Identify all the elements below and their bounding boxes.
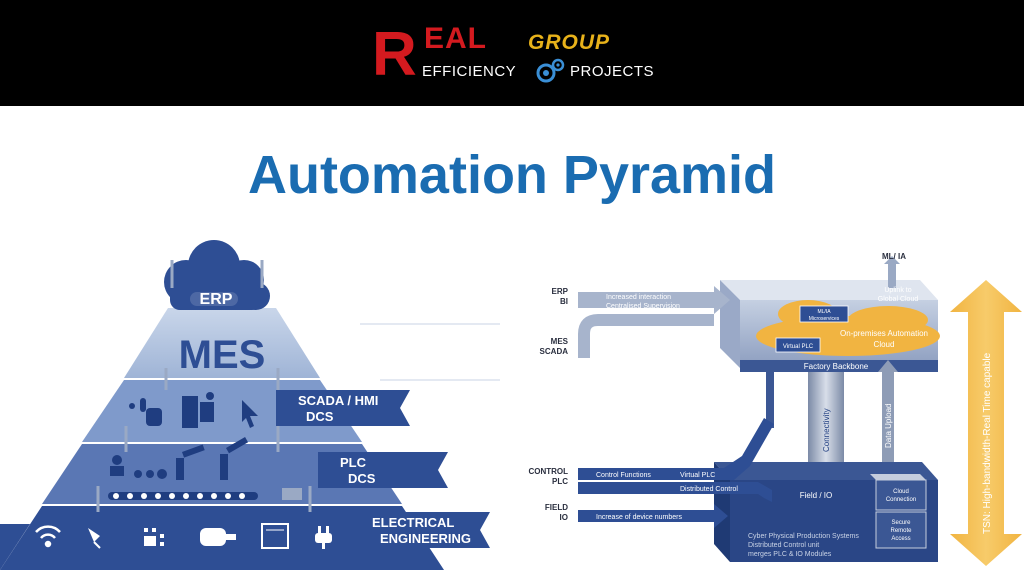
- uplink-arrow: [884, 256, 900, 288]
- label-erp: ERP: [552, 287, 569, 296]
- level-scada-line2: DCS: [306, 409, 334, 424]
- cloud-connection-line1: Cloud: [893, 489, 909, 495]
- real-group-logo: R EAL GROUP EFFICIENCY PROJECTS: [372, 20, 662, 89]
- device-numbers-arrow: [578, 504, 728, 528]
- ml-microservices-line1: ML/IA: [817, 309, 831, 315]
- motor-icon: [200, 528, 236, 546]
- device-numbers-label: Increase of device numbers: [596, 514, 682, 521]
- pyramid-erp-label: ERP: [200, 291, 233, 308]
- control-functions-label: Control Functions: [596, 472, 651, 479]
- label-scada: SCADA: [540, 347, 569, 356]
- virtual-plc-label: Virtual PLC: [680, 472, 715, 479]
- tsn-label: TSN: High-bandwidth-Real Time capable: [982, 352, 993, 534]
- label-bi: BI: [560, 297, 568, 306]
- control-up-arrow: [762, 362, 778, 428]
- plug-icon: [315, 526, 332, 549]
- data-upload-label: Data Upload: [884, 404, 893, 448]
- ml-microservices-line2: Microservices: [809, 316, 840, 322]
- header-bar: R EAL GROUP EFFICIENCY PROJECTS: [0, 0, 1024, 106]
- gear-icon: [536, 58, 565, 83]
- pyramid-arrows: [96, 260, 312, 512]
- cyber-physical-line1: Cyber Physical Production Systems: [748, 533, 859, 540]
- logo-letters-eal: EAL: [424, 22, 487, 55]
- cyber-physical-line3: merges PLC & IO Modules: [748, 551, 832, 558]
- label-mes: MES: [551, 337, 569, 346]
- level-plc-line1: PLC: [340, 455, 367, 470]
- page-title: Automation Pyramid: [247, 145, 777, 205]
- secure-line1: Secure: [891, 520, 911, 526]
- label-field: FIELD: [545, 503, 568, 512]
- cloud-connection-line2: Connection: [886, 497, 916, 503]
- secure-line3: Access: [891, 536, 910, 542]
- increased-interaction-arrow: [578, 286, 730, 314]
- pyramid-band-mes: [124, 308, 320, 378]
- level-scada-line1: SCADA / HMI: [298, 393, 378, 408]
- circuit-icon: [144, 528, 164, 546]
- label-control: CONTROL: [528, 467, 568, 476]
- uplink-line2: Global Cloud: [878, 296, 919, 303]
- on-premises-line1: On-premises Automation: [840, 329, 928, 338]
- label-plc: PLC: [552, 477, 568, 486]
- cloud-platform-top: [720, 280, 938, 300]
- level-electrical-line1: ELECTRICAL: [372, 515, 454, 530]
- level-electrical-line2: ENGINEERING: [380, 531, 471, 546]
- virtual-plc-box-label: Virtual PLC: [783, 344, 814, 350]
- data-upload-arrow: [878, 360, 898, 472]
- pyramid-mes-label: MES: [179, 333, 266, 377]
- increased-interaction-label: Increased interaction: [606, 294, 671, 301]
- virtual-plc-box: [775, 337, 821, 353]
- logo-letter-r: R: [372, 20, 417, 89]
- on-premises-line2: Cloud: [874, 340, 895, 349]
- hand-touch-icon: [129, 398, 162, 426]
- conveyor-icon: [108, 488, 302, 500]
- automation-pyramid: ERP MES: [0, 240, 500, 570]
- distributed-control-label: Distributed Control: [680, 486, 738, 493]
- label-ribbon-plc: [318, 452, 448, 488]
- uplink-line1: Uplink to: [884, 287, 911, 294]
- connectivity-cylinder: [808, 372, 844, 468]
- connectivity-label: Connectivity: [822, 408, 831, 452]
- wifi-icon: [35, 525, 61, 548]
- distributed-control-arrow: [578, 482, 772, 502]
- logo-efficiency: EFFICIENCY: [422, 63, 517, 80]
- centralised-supervision-label: Centralised Supervision: [606, 303, 680, 310]
- cloud-icon: [164, 240, 270, 310]
- cloud-connection-box: [875, 479, 927, 511]
- tsn-double-arrow: [950, 280, 1022, 566]
- logo-projects: PROJECTS: [570, 63, 655, 80]
- gears-icon: [134, 469, 167, 479]
- robot-arm-icon: [110, 437, 249, 480]
- field-io-label: Field / IO: [800, 491, 832, 500]
- automation-architecture-diagram: ERP BI MES SCADA CONTROL PLC FIELD IO Fa…: [528, 252, 1022, 566]
- secure-remote-access-box: [875, 511, 927, 549]
- mes-curve-arrow: [578, 314, 714, 358]
- logo-group: GROUP: [528, 31, 611, 54]
- level-plc-line2: DCS: [348, 471, 376, 486]
- secure-line2: Remote: [890, 528, 912, 534]
- factory-backbone-label: Factory Backbone: [804, 362, 869, 371]
- ml-microservices-box: [799, 305, 849, 323]
- control-cabinet-icon: [261, 523, 289, 549]
- ml-ia-label: ML/ IA: [882, 252, 906, 261]
- sensor-icon: [88, 528, 101, 549]
- label-ribbon-electrical: [358, 512, 490, 548]
- label-io: IO: [560, 513, 568, 522]
- cyber-physical-line2: Distributed Control unit: [748, 542, 819, 549]
- label-ribbon-scada: [276, 390, 410, 426]
- operator-screen-icon: [182, 392, 214, 428]
- control-functions-arrow: [578, 418, 774, 480]
- cursor-icon: [242, 400, 258, 428]
